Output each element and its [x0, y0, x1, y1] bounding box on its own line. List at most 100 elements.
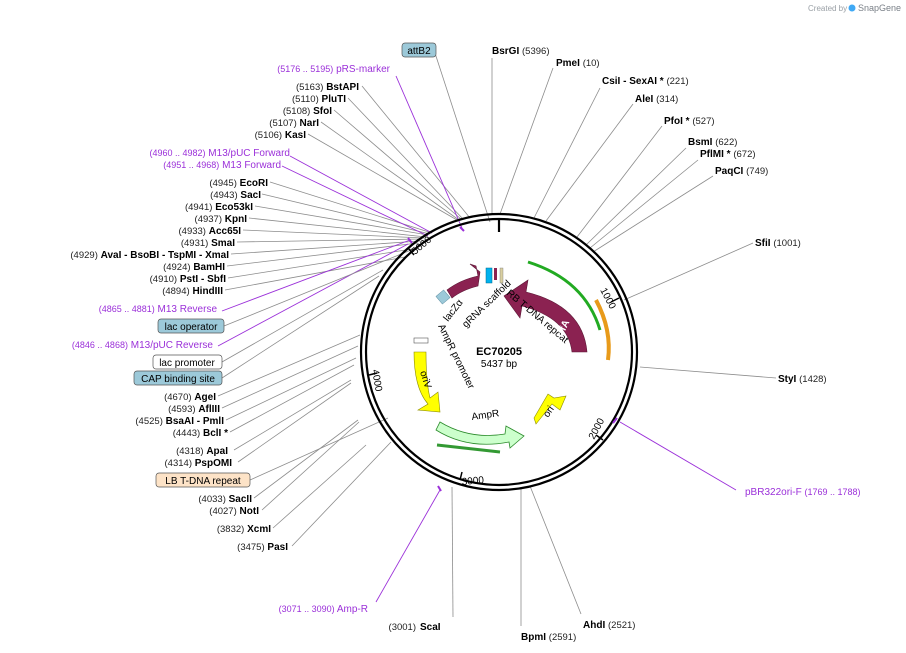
tick-3000-label: 3000 — [461, 475, 485, 488]
lac-operator-box[interactable]: lac operator — [157, 318, 225, 334]
primer-leader-lines — [217, 75, 737, 603]
primer-m13-puc-reverse[interactable]: (4846 .. 4868) M13/pUC Reverse — [72, 340, 214, 351]
box-leader-lines — [221, 49, 491, 481]
site-bstapi[interactable]: (5163) BstAPI — [296, 82, 359, 93]
ampr-arrow — [435, 421, 525, 449]
site-avai-group[interactable]: (4929) AvaI - BsoBI - TspMI - XmaI — [70, 250, 229, 261]
lb-repeat-box[interactable]: LB T-DNA repeat — [155, 472, 251, 488]
site-pfoi[interactable]: PfoI * (527) — [664, 116, 715, 127]
site-csii-sexai[interactable]: CsiI - SexAI * (221) — [602, 76, 689, 87]
plasmid-name: EC70205 — [476, 346, 522, 358]
primer-prs-marker[interactable]: (5176 .. 5195) pRS-marker — [277, 64, 390, 75]
feature-arrows — [413, 260, 611, 454]
site-bpmi[interactable]: BpmI (2591) — [521, 632, 576, 643]
tick-4000-label: 4000 — [369, 369, 384, 393]
right-sites: BsrGI (5396) PmeI (10) CsiI - SexAI * (2… — [492, 46, 827, 385]
ampr-promoter-block — [413, 337, 429, 344]
site-apai[interactable]: (4318) ApaI — [176, 446, 228, 457]
right-site-leader-lines — [451, 58, 777, 626]
site-kpni[interactable]: (4937) KpnI — [195, 214, 248, 225]
rb-tdna-block — [499, 267, 504, 284]
tick-1000-mark — [610, 297, 620, 303]
site-bcli[interactable]: (4443) BclI * — [173, 428, 228, 439]
site-pluti[interactable]: (5110) PluTI — [292, 94, 346, 105]
cap-site-box[interactable]: CAP binding site — [133, 370, 223, 386]
snapgene-logo-icon — [848, 4, 856, 12]
lb-repeat-label: LB T-DNA repeat — [165, 476, 241, 487]
primer-m13-forward[interactable]: (4951 .. 4968) M13 Forward — [163, 160, 281, 171]
primer-amp-r[interactable]: (3071 .. 3090) Amp-R — [279, 604, 368, 615]
site-pspomi[interactable]: (4314) PspOMI — [165, 458, 233, 469]
site-nari[interactable]: (5107) NarI — [269, 118, 319, 129]
attb2-label: attB2 — [407, 46, 431, 57]
site-kasi[interactable]: (5106) KasI — [255, 130, 307, 141]
tick-2000-label: 2000 — [587, 416, 607, 441]
lacza-arrow — [446, 263, 481, 299]
site-alei[interactable]: AleI (314) — [635, 94, 678, 105]
site-saci[interactable]: (4943) SacI — [210, 190, 261, 201]
primer-pbr322ori-f[interactable]: pBR322ori-F (1769 .. 1788) — [745, 487, 861, 498]
site-bsmi[interactable]: BsmI (622) — [688, 137, 737, 148]
ampr-promoter-label: AmpR promoter — [435, 322, 476, 391]
trfa-orf-arc — [527, 260, 602, 331]
left-sites: (5163) BstAPI (5110) PluTI (5108) SfoI (… — [70, 82, 359, 553]
lac-operator-label: lac operator — [165, 322, 218, 333]
site-hindiii[interactable]: (4894) HindIII — [162, 286, 223, 297]
site-bsrgi[interactable]: BsrGI (5396) — [492, 46, 549, 57]
lac-operator-block — [435, 289, 451, 305]
ori-arrow — [533, 393, 567, 425]
tick-4000-mark — [368, 372, 378, 376]
site-smai[interactable]: (4931) SmaI — [181, 238, 235, 249]
site-agei[interactable]: (4670) AgeI — [164, 392, 216, 403]
rb-repeat-block — [494, 268, 497, 280]
tick-2000-mark — [595, 434, 604, 441]
orange-feature-arc — [594, 299, 611, 361]
credit-prefix: Created by — [808, 4, 847, 13]
primer-m13-puc-forward[interactable]: (4960 .. 4982) M13/pUC Forward — [149, 148, 290, 159]
trfa-arrow — [503, 279, 588, 353]
site-pflmi[interactable]: PflMI * (672) — [700, 149, 756, 160]
site-xcmi[interactable]: (3832) XcmI — [217, 524, 271, 535]
plasmid-size: 5437 bp — [481, 359, 518, 370]
site-acc65i[interactable]: (4933) Acc65I — [179, 226, 242, 237]
site-paqci[interactable]: PaqCI (749) — [715, 166, 768, 177]
bottom-sites: (3001) ScaI BpmI (2591) AhdI (2521) — [389, 620, 636, 643]
primer-labels: (5176 .. 5195) pRS-marker (4960 .. 4982)… — [72, 64, 861, 615]
backbone — [359, 212, 639, 492]
site-bsaai-pmli[interactable]: (4525) BsaAI - PmlI — [135, 416, 224, 427]
primer-m13-reverse[interactable]: (4865 .. 4881) M13 Reverse — [99, 304, 218, 315]
tick-3000-mark — [459, 471, 463, 481]
oriv-arrow — [413, 351, 441, 413]
site-psti-sbfi[interactable]: (4910) PstI - SbfI — [150, 274, 227, 285]
left-site-leader-lines — [217, 85, 471, 547]
grna-scaffold-block — [485, 267, 493, 284]
attb2-box[interactable]: attB2 — [401, 42, 437, 58]
ampr-label: AmpR — [471, 408, 500, 423]
lac-promoter-box[interactable]: lac promoter — [152, 354, 223, 370]
tick-5000-mark — [408, 248, 415, 256]
site-pmei[interactable]: PmeI (10) — [556, 58, 600, 69]
lac-promoter-label: lac promoter — [159, 358, 215, 369]
ampr-orf-bar — [436, 443, 501, 454]
site-afliii[interactable]: (4593) AflIII — [168, 404, 220, 415]
site-sfoi[interactable]: (5108) SfoI — [283, 106, 332, 117]
site-styi[interactable]: StyI (1428) — [778, 374, 827, 385]
site-noti[interactable]: (4027) NotI — [209, 506, 259, 517]
ori-label: ori — [541, 404, 556, 419]
site-sfii[interactable]: SfiI (1001) — [755, 238, 801, 249]
site-pasi[interactable]: (3475) PasI — [237, 542, 288, 553]
site-eco53ki[interactable]: (4941) Eco53kI — [185, 202, 253, 213]
site-scai[interactable]: ScaI — [420, 622, 441, 633]
site-bamhi[interactable]: (4924) BamHI — [163, 262, 225, 273]
site-ahdi[interactable]: AhdI (2521) — [583, 620, 635, 631]
credit-brand: SnapGene — [858, 3, 901, 13]
backbone-outer-strand — [359, 212, 639, 492]
oriv-label: oriV — [417, 370, 433, 391]
cap-site-label: CAP binding site — [141, 374, 215, 385]
site-ecori[interactable]: (4945) EcoRI — [209, 178, 268, 189]
snapgene-credit: Created by SnapGene — [808, 3, 901, 13]
primer-marks — [407, 226, 618, 492]
site-sacii[interactable]: (4033) SacII — [198, 494, 252, 505]
site-scai-pos: (3001) — [389, 622, 416, 633]
